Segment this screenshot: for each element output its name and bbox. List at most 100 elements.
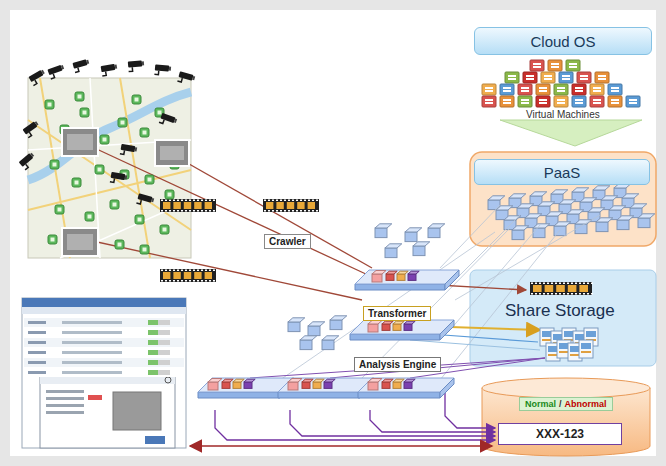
illustration-part bbox=[165, 210, 167, 212]
illustration-part bbox=[288, 382, 298, 390]
node-text: Abnormal bbox=[565, 399, 607, 409]
illustration-part bbox=[617, 220, 629, 230]
illustration-part bbox=[140, 128, 149, 137]
illustration-part bbox=[194, 202, 201, 209]
illustration-part bbox=[580, 75, 588, 77]
illustration-part bbox=[177, 71, 195, 85]
illustration-part bbox=[181, 210, 183, 212]
illustration-part bbox=[482, 388, 650, 456]
illustration-part bbox=[264, 210, 266, 212]
illustration-part bbox=[23, 164, 29, 170]
illustration-part bbox=[630, 204, 647, 208]
illustration-part bbox=[555, 283, 557, 285]
illustration-part bbox=[148, 178, 152, 182]
illustration-part bbox=[22, 307, 186, 314]
illustration-part bbox=[263, 199, 319, 212]
illustration-part bbox=[330, 320, 342, 330]
illustration-part bbox=[30, 153, 34, 157]
illustration-part bbox=[160, 113, 175, 123]
illustration-part bbox=[154, 70, 158, 74]
illustration-part bbox=[62, 228, 98, 256]
illustration-part bbox=[593, 90, 601, 92]
illustration-part bbox=[250, 358, 545, 378]
illustration-part bbox=[324, 379, 335, 382]
illustration-part bbox=[485, 87, 493, 89]
illustration-part bbox=[181, 280, 183, 282]
processing-stacks bbox=[198, 224, 459, 398]
illustration-part bbox=[569, 66, 577, 68]
illustration-part bbox=[46, 404, 84, 407]
illustration-part bbox=[521, 90, 529, 92]
illustration-part bbox=[397, 274, 405, 280]
illustration-part bbox=[193, 200, 195, 202]
illustration-part bbox=[222, 382, 230, 388]
illustration-part bbox=[536, 96, 550, 107]
illustration-part bbox=[512, 230, 524, 240]
illustration-part bbox=[539, 283, 541, 285]
illustration-part bbox=[72, 59, 90, 73]
illustration-part bbox=[169, 280, 171, 282]
illustration-part bbox=[608, 84, 622, 95]
illustration-part bbox=[148, 370, 158, 375]
illustration-part bbox=[136, 193, 154, 207]
illustration-part bbox=[313, 379, 324, 382]
illustration-part bbox=[288, 210, 290, 212]
illustration-part bbox=[62, 361, 122, 364]
illustration-part bbox=[397, 271, 408, 274]
illustration-part bbox=[28, 341, 46, 344]
illustration-part bbox=[300, 210, 302, 212]
illustration-part bbox=[278, 392, 360, 398]
illustration-part bbox=[62, 128, 98, 156]
illustration-part bbox=[48, 103, 52, 107]
illustration-part bbox=[544, 75, 552, 77]
illustration-part bbox=[185, 280, 187, 282]
illustration-part bbox=[145, 175, 154, 184]
illustration-part bbox=[609, 206, 626, 210]
illustration-part bbox=[165, 190, 174, 199]
illustration-part bbox=[280, 200, 282, 202]
illustration-part bbox=[622, 194, 639, 198]
illustration-part bbox=[48, 235, 57, 244]
illustration-part bbox=[393, 382, 401, 388]
illustration-part bbox=[173, 272, 180, 279]
illustration-part bbox=[177, 280, 179, 282]
illustration-part bbox=[100, 135, 109, 144]
illustration-part bbox=[98, 168, 102, 172]
illustration-part bbox=[62, 341, 122, 344]
illustration-part bbox=[28, 331, 46, 334]
transformer-label: Transformer bbox=[363, 306, 431, 321]
illustration-part bbox=[518, 96, 532, 107]
node-text: XXX-123 bbox=[536, 427, 584, 441]
illustration-part bbox=[145, 436, 165, 444]
illustration-part bbox=[488, 196, 505, 200]
illustration-part bbox=[355, 270, 459, 284]
illustration-part bbox=[61, 65, 64, 69]
illustration-part bbox=[567, 293, 569, 295]
illustration-part bbox=[148, 330, 158, 335]
illustration-part bbox=[551, 63, 559, 65]
illustration-part bbox=[470, 152, 656, 246]
illustration-part bbox=[566, 60, 580, 71]
illustration-part bbox=[88, 240, 362, 300]
illustration-part bbox=[244, 379, 255, 382]
illustration-part bbox=[512, 226, 529, 230]
illustration-part bbox=[375, 228, 387, 238]
node-text: Share Storage bbox=[505, 301, 615, 321]
illustration-part bbox=[161, 280, 163, 282]
illustration-part bbox=[562, 75, 570, 77]
illustration-part bbox=[308, 202, 315, 209]
node-text: Analysis Engine bbox=[359, 359, 436, 370]
illustration-part bbox=[470, 270, 656, 366]
illustration-part bbox=[350, 334, 440, 340]
illustration-part bbox=[189, 280, 191, 282]
illustration-part bbox=[151, 198, 154, 202]
illustration-part bbox=[148, 370, 170, 375]
illustration-part bbox=[28, 78, 191, 258]
illustration-part bbox=[205, 280, 207, 282]
illustration-part bbox=[440, 205, 500, 268]
illustration-part bbox=[350, 320, 454, 334]
illustration-part bbox=[118, 243, 122, 247]
illustration-part bbox=[113, 203, 117, 207]
illustration-part bbox=[531, 283, 533, 285]
